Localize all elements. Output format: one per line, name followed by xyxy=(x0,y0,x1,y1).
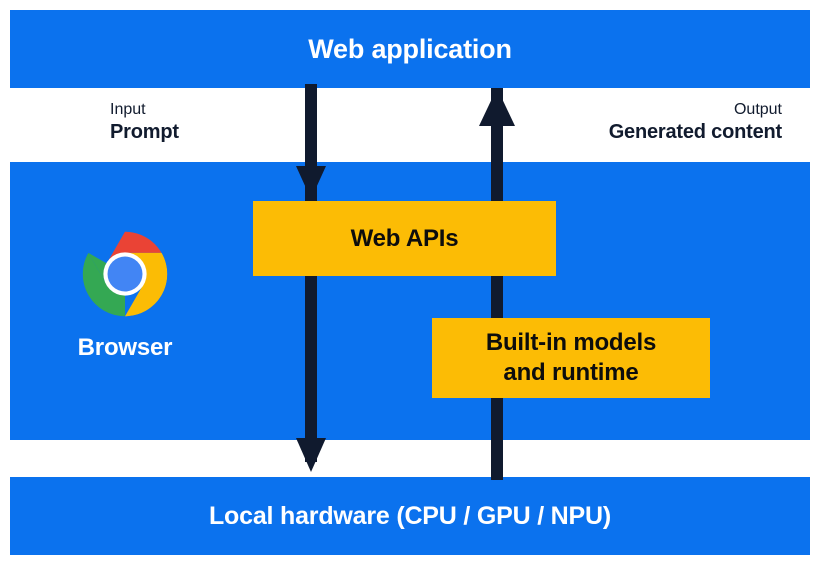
band-web-application: Web application xyxy=(10,10,810,88)
browser-label: Browser xyxy=(77,334,173,361)
chrome-logo-icon xyxy=(82,231,168,317)
box-builtin-models-label: Built-in models and runtime xyxy=(485,329,657,386)
flow-output-kind: Output xyxy=(733,101,782,118)
band-local-hardware-label: Local hardware (CPU / GPU / NPU) xyxy=(208,501,611,530)
flow-label-output: Output Generated content xyxy=(608,100,783,144)
box-web-apis-label: Web APIs xyxy=(350,224,459,252)
box-web-apis[interactable]: Web APIs xyxy=(253,201,556,276)
box-builtin-models[interactable]: Built-in models and runtime xyxy=(432,318,710,398)
flow-input-kind: Input xyxy=(110,101,146,118)
flow-input-value: Prompt xyxy=(110,120,179,143)
band-local-hardware: Local hardware (CPU / GPU / NPU) xyxy=(10,477,810,555)
band-web-application-label: Web application xyxy=(308,33,512,64)
browser-block: Browser xyxy=(40,228,210,362)
flow-output-value: Generated content xyxy=(608,120,783,143)
flow-label-input: Input Prompt xyxy=(110,100,179,144)
